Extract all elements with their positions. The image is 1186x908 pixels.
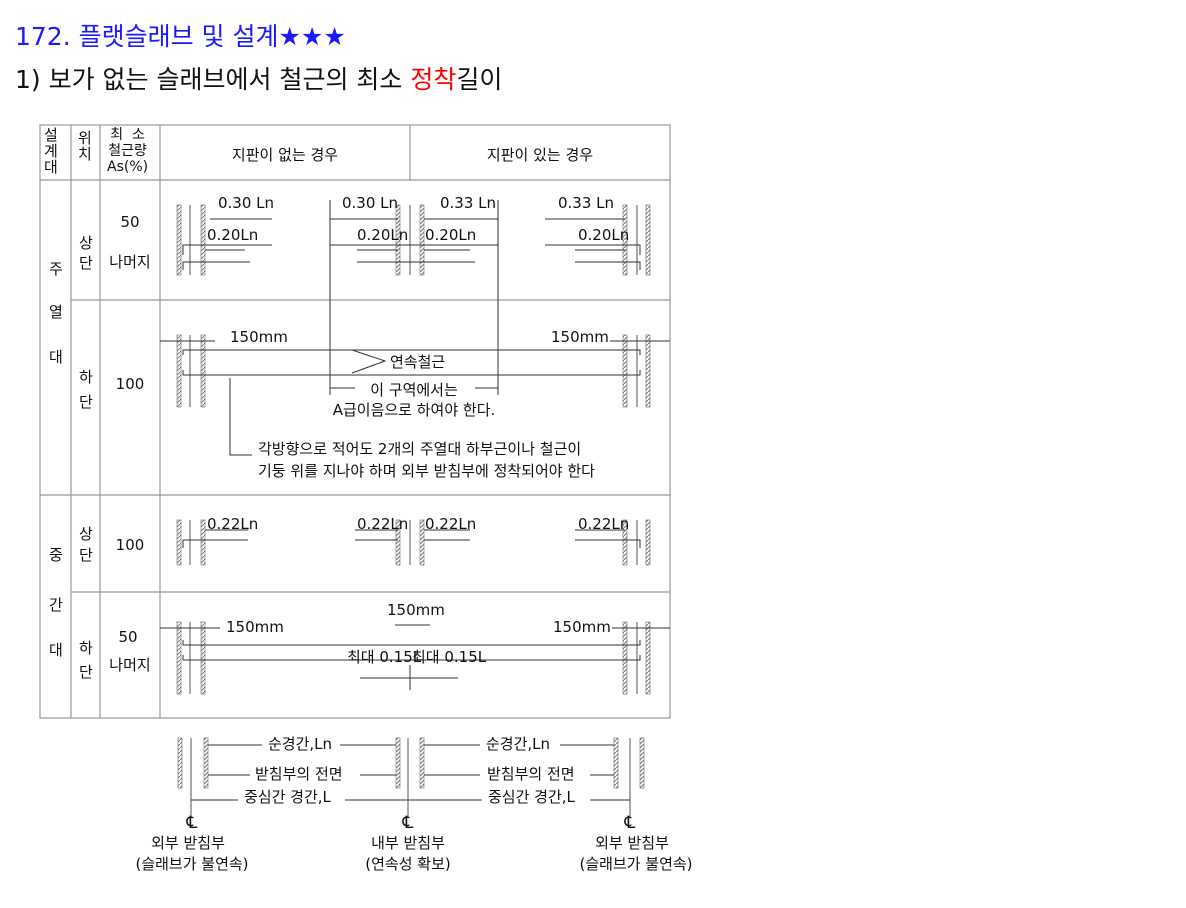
- support-name: 내부 받침부: [371, 834, 445, 852]
- center-span-label: 중심간 경간,L: [488, 788, 575, 806]
- position-label: 단: [79, 546, 93, 564]
- rebar-percent: 50: [118, 628, 138, 646]
- dim-label: 150mm: [230, 328, 288, 346]
- dim-label: 0.20Ln: [357, 226, 409, 244]
- dim-label: 0.30 Ln: [342, 194, 399, 212]
- dim-label: 0.33 Ln: [558, 194, 615, 212]
- max-length-label: 최대 0.15L: [412, 648, 487, 666]
- continuous-bar-label: 연속철근: [390, 353, 446, 371]
- position-label: 단: [79, 393, 93, 411]
- rebar-percent: 50: [120, 213, 140, 231]
- table-grid: [39, 124, 671, 719]
- header-min-rebar: 최 소 철근량 As(%): [107, 127, 149, 175]
- centerline-icon: ℄: [624, 813, 636, 833]
- strip-label: 주: [49, 260, 63, 278]
- support-face-label: 받침부의 전면: [487, 765, 575, 783]
- position-label: 하: [79, 368, 93, 386]
- support-name: 외부 받침부: [151, 834, 225, 852]
- dim-label: 0.22Ln: [425, 515, 477, 533]
- title-text: 172. 플랫슬래브 및 설계: [15, 22, 279, 51]
- clear-span-label: 순경간,Ln: [486, 735, 551, 753]
- support-note: (슬래브가 불연속): [579, 855, 693, 873]
- dim-label: 0.30 Ln: [218, 194, 275, 212]
- header-no-drop-panel: 지판이 없는 경우: [231, 146, 339, 164]
- centerline-icon: ℄: [186, 813, 198, 833]
- dim-label: 0.20Ln: [207, 226, 259, 244]
- section-title: 172. 플랫슬래브 및 설계★★★: [15, 17, 346, 53]
- rebar-percent: 100: [115, 536, 145, 554]
- dim-label: 0.33 Ln: [440, 194, 497, 212]
- dim-label: 150mm: [553, 618, 611, 636]
- dim-label: 0.20Ln: [578, 226, 630, 244]
- importance-stars: ★★★: [278, 22, 346, 51]
- dim-label: 150mm: [226, 618, 284, 636]
- rebar-percent: 100: [115, 375, 145, 393]
- header-with-drop-panel: 지판이 있는 경우: [486, 146, 594, 164]
- position-label: 상: [79, 234, 93, 252]
- anchorage-note: 기둥 위를 지나야 하며 외부 받침부에 정착되어야 한다: [258, 462, 595, 480]
- clear-span-label: 순경간,Ln: [268, 735, 333, 753]
- support-note: (연속성 확보): [365, 855, 451, 873]
- anchorage-note: 각방향으로 적어도 2개의 주열대 하부근이나 철근이: [258, 440, 582, 458]
- zone-note: 이 구역에서는: [370, 381, 458, 399]
- zone-note: A급이음으로 하여야 한다.: [332, 401, 496, 419]
- support-note: (슬래브가 불연속): [135, 855, 249, 873]
- support-walls: [176, 204, 651, 818]
- rebars: [160, 200, 670, 801]
- position-label: 단: [79, 663, 93, 681]
- dim-label: 0.22Ln: [357, 515, 409, 533]
- support-face-label: 받침부의 전면: [255, 765, 343, 783]
- dim-label: 0.22Ln: [207, 515, 259, 533]
- max-length-label: 최대 0.15L: [347, 648, 422, 666]
- header-strip: 설 계 대: [44, 126, 58, 176]
- dim-label: 0.22Ln: [578, 515, 630, 533]
- strip-label: 중: [49, 546, 63, 564]
- strip-label: 간: [49, 596, 63, 614]
- header-position: 위 치: [78, 129, 92, 163]
- position-label: 상: [79, 525, 93, 543]
- rebar-percent: 나머지: [109, 253, 151, 271]
- subtitle-text-end: 길이: [456, 65, 503, 94]
- support-name: 외부 받침부: [595, 834, 669, 852]
- subsection-title: 1) 보가 없는 슬래브에서 철근의 최소 정착길이: [15, 60, 502, 96]
- position-label: 단: [79, 254, 93, 272]
- strip-label: 열: [49, 303, 63, 321]
- rebar-percent: 나머지: [109, 656, 151, 674]
- subtitle-highlight: 정착: [410, 65, 457, 94]
- center-span-label: 중심간 경간,L: [244, 788, 331, 806]
- dim-label: 150mm: [551, 328, 609, 346]
- dim-label: 0.20Ln: [425, 226, 477, 244]
- subtitle-text: 1) 보가 없는 슬래브에서 철근의 최소: [15, 65, 411, 94]
- strip-label: 대: [49, 641, 63, 659]
- centerline-icon: ℄: [402, 813, 414, 833]
- dim-label: 150mm: [387, 601, 445, 619]
- position-label: 하: [79, 639, 93, 657]
- strip-label: 대: [49, 348, 63, 366]
